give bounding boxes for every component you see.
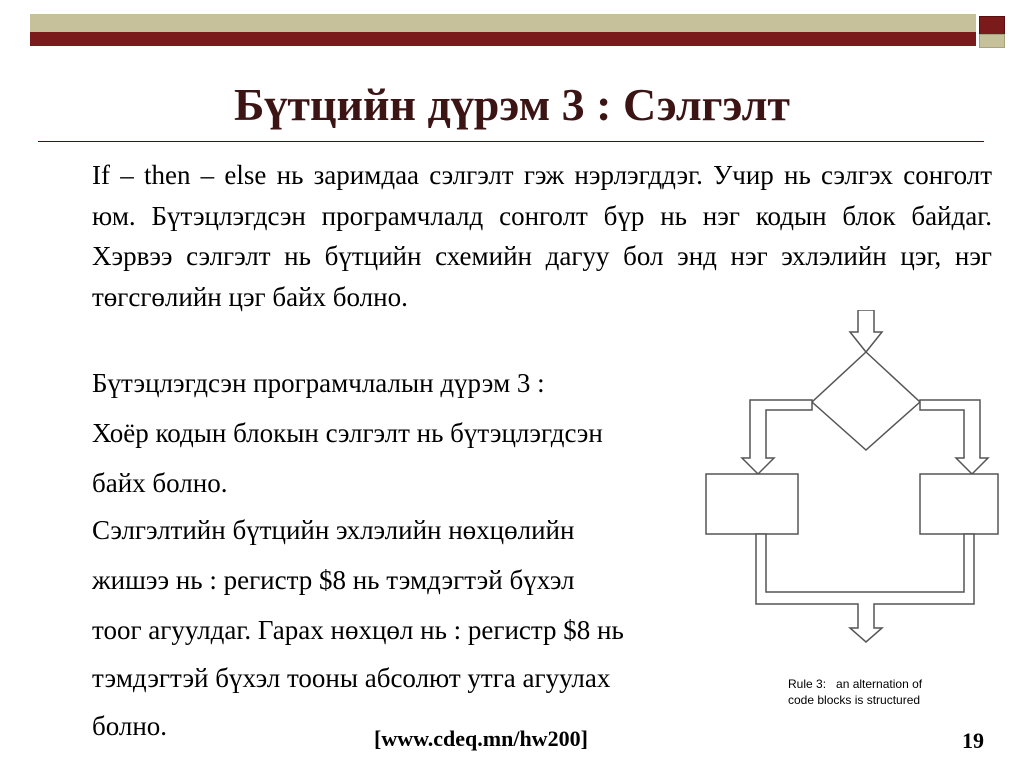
caption-line-1: Rule 3: an alternation of	[788, 677, 923, 691]
page-number: 19	[962, 728, 984, 753]
rule-heading: Бүтэцлэгдсэн програмчлалын дүрэм 3 :	[92, 368, 545, 398]
flowchart-entry-arrow	[848, 310, 884, 354]
caption-line-2: code blocks is structured	[788, 693, 921, 707]
header-square-red	[979, 16, 1005, 36]
footer-link[interactable]: [www.cdeq.mn/hw200]	[374, 726, 588, 751]
header-square-olive	[979, 34, 1005, 48]
rule-text-line-2: байх болно.	[92, 468, 228, 498]
header-band-red	[30, 32, 976, 46]
example-line-4: тэмдэгтэй бүхэл тооны абсолют утга агуул…	[92, 663, 611, 693]
flowchart-decision-diamond	[810, 350, 922, 452]
flowchart-right-branch	[919, 399, 990, 476]
title-divider	[38, 141, 984, 142]
example-line-3: тоог агуулдаг. Гарах нөхцөл нь : регистр…	[92, 615, 624, 645]
flowchart-diagram	[705, 310, 999, 643]
flowchart-left-block	[705, 473, 799, 535]
rule-text-line-1: Хоёр кодын блокын сэлгэлт нь бүтэцлэгдсэ…	[92, 418, 603, 448]
example-line-5: болно.	[92, 711, 168, 741]
diagram-caption: Rule 3: an alternation of code blocks is…	[788, 676, 922, 708]
slide-title: Бүтцийн дүрэм 3 : Сэлгэлт	[234, 79, 790, 130]
example-line-1: Сэлгэлтийн бүтцийн эхлэлийн нөхцөлийн	[92, 515, 575, 545]
flowchart-right-block	[919, 473, 999, 535]
example-line-2: жишээ нь : регистр $8 нь тэмдэгтэй бүхэл	[92, 565, 575, 595]
flowchart-left-branch	[740, 399, 813, 476]
flowchart-merge-lines	[755, 533, 975, 643]
header-band-olive	[30, 14, 976, 32]
intro-paragraph: If – then – else нь заримдаа сэлгэлт гэж…	[92, 160, 992, 312]
